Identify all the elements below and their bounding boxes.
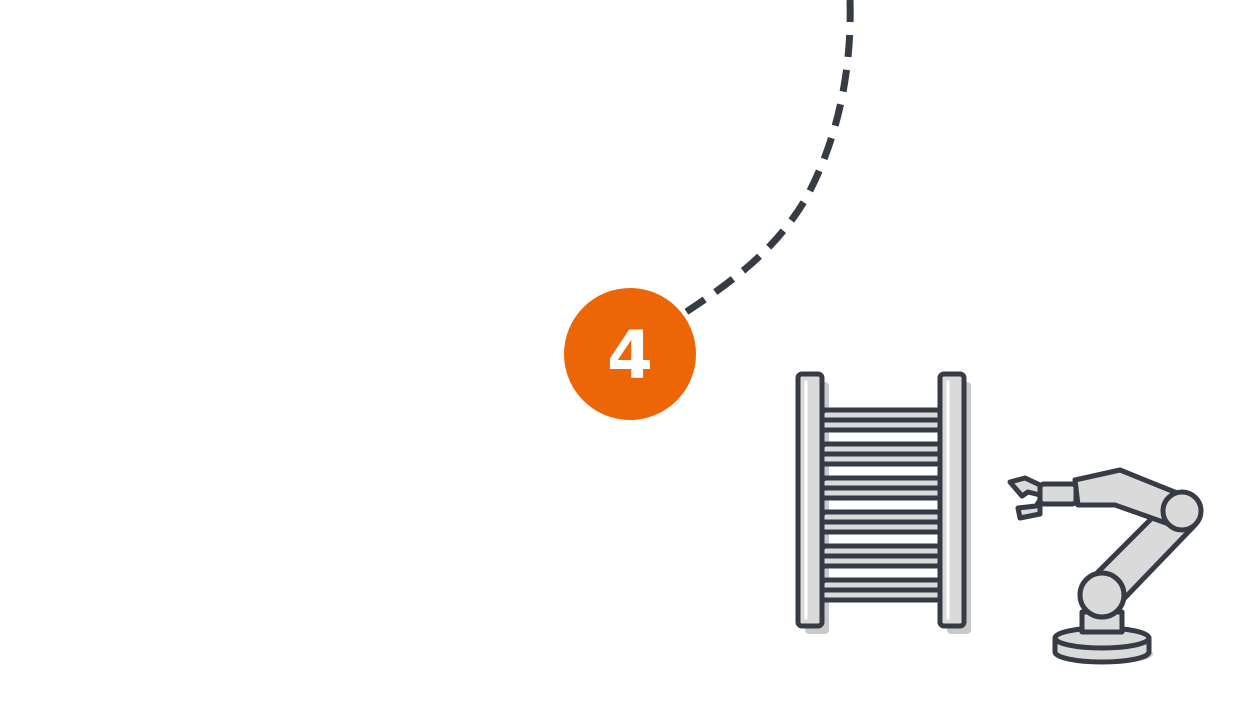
shelf-highlights bbox=[804, 380, 950, 620]
shelf-uprights bbox=[795, 371, 967, 629]
robot-gripper bbox=[1007, 475, 1043, 521]
robot-arm-icon bbox=[1007, 467, 1204, 665]
dashed-connector-path bbox=[678, 0, 854, 319]
shelf-boards bbox=[807, 407, 958, 603]
step-number-label: 4 bbox=[607, 317, 653, 394]
storage-shelf-icon bbox=[795, 371, 971, 634]
robot-wrist bbox=[1037, 481, 1079, 507]
step-badge: 4 bbox=[564, 288, 696, 420]
step-badge-circle bbox=[564, 288, 696, 420]
robot-elbow-joint bbox=[1160, 489, 1204, 533]
robot-shoulder-joint bbox=[1077, 570, 1127, 620]
